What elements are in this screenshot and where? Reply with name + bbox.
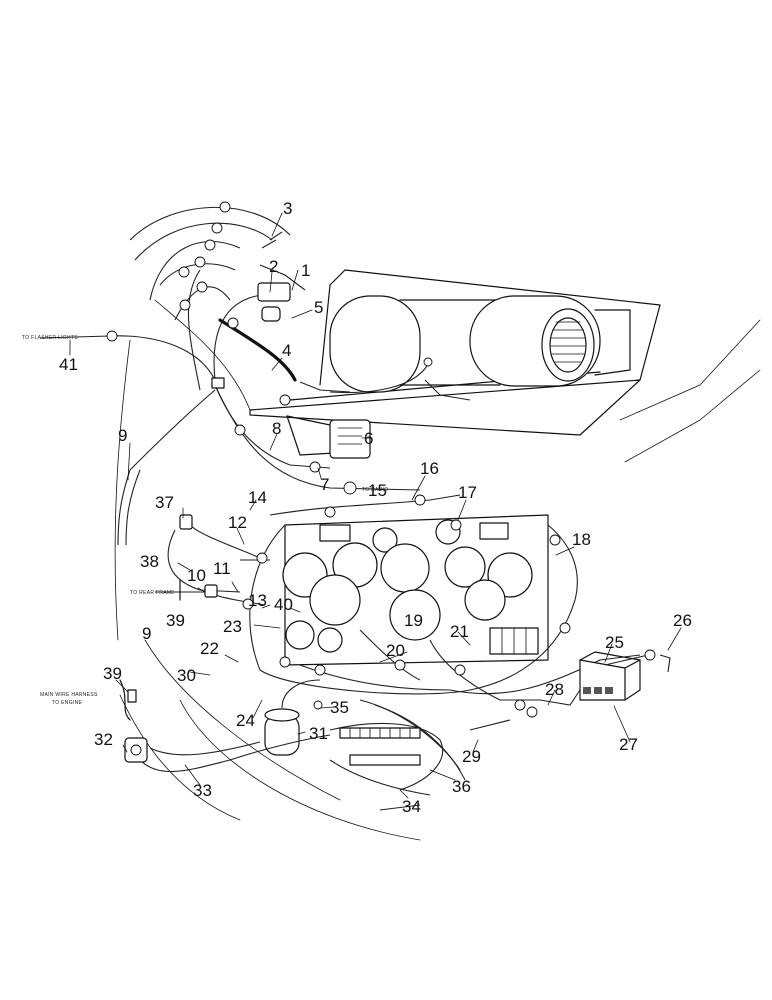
notes: TO FLASHER LIGHTS TO RADIO TO REAR FRAME…: [22, 335, 388, 706]
note-to-engine: TO ENGINE: [52, 700, 82, 706]
left-harness: [117, 469, 270, 721]
callout-11: 11: [213, 559, 231, 578]
callout-9-lower: 9: [142, 624, 151, 643]
callout-15: 15: [368, 481, 387, 500]
upper-harness: [39, 201, 421, 495]
leader-lines: [69, 212, 682, 799]
callout-27: 27: [619, 735, 638, 754]
callout-39-upper: 39: [166, 611, 185, 630]
callout-25: 25: [605, 633, 624, 652]
callout-9-upper: 9: [118, 426, 127, 445]
callout-24: 24: [236, 711, 255, 730]
callout-5: 5: [314, 298, 323, 317]
blower-assembly: [249, 269, 661, 436]
relay-box: [469, 649, 671, 731]
callout-39-lower: 39: [103, 664, 122, 683]
callout-18: 18: [572, 530, 591, 549]
callout-4: 4: [282, 341, 291, 360]
note-to-rear-frame: TO REAR FRAME: [130, 590, 175, 596]
callouts: 1 2 3 4 5 6 7 8 9 9 10 11 12 13 14 15 16…: [59, 199, 692, 816]
callout-20: 20: [386, 641, 405, 660]
callout-2: 2: [269, 257, 278, 276]
callout-31: 31: [309, 724, 328, 743]
callout-14: 14: [248, 488, 267, 507]
callout-35: 35: [330, 698, 349, 717]
callout-17: 17: [458, 483, 477, 502]
callout-10: 10: [187, 566, 206, 585]
note-flasher-lights: TO FLASHER LIGHTS: [22, 335, 78, 341]
callout-40: 40: [274, 595, 293, 614]
callout-36: 36: [452, 777, 471, 796]
callout-32: 32: [94, 730, 113, 749]
callout-8: 8: [272, 419, 281, 438]
callout-37: 37: [155, 493, 174, 512]
callout-30: 30: [177, 666, 196, 685]
callout-29: 29: [462, 747, 481, 766]
callout-3: 3: [283, 199, 292, 218]
callout-12: 12: [228, 513, 247, 532]
callout-38: 38: [140, 552, 159, 571]
callout-33: 33: [193, 781, 212, 800]
note-main-harness: MAIN WIRE HARNESS: [40, 692, 98, 698]
callout-6: 6: [364, 429, 373, 448]
callout-26: 26: [673, 611, 692, 630]
note-to-radio: TO RADIO: [362, 487, 388, 493]
callout-34: 34: [402, 797, 421, 816]
callout-23: 23: [223, 617, 242, 636]
callout-41: 41: [59, 355, 78, 374]
callout-16: 16: [420, 459, 439, 478]
callout-21: 21: [450, 622, 469, 641]
lower-harness: [124, 679, 466, 811]
callout-28: 28: [545, 680, 564, 699]
callout-22: 22: [200, 639, 219, 658]
cab-outline: [114, 299, 761, 841]
callout-7: 7: [320, 475, 329, 494]
callout-13: 13: [248, 591, 267, 610]
callout-1: 1: [301, 261, 310, 280]
callout-19: 19: [404, 611, 423, 630]
